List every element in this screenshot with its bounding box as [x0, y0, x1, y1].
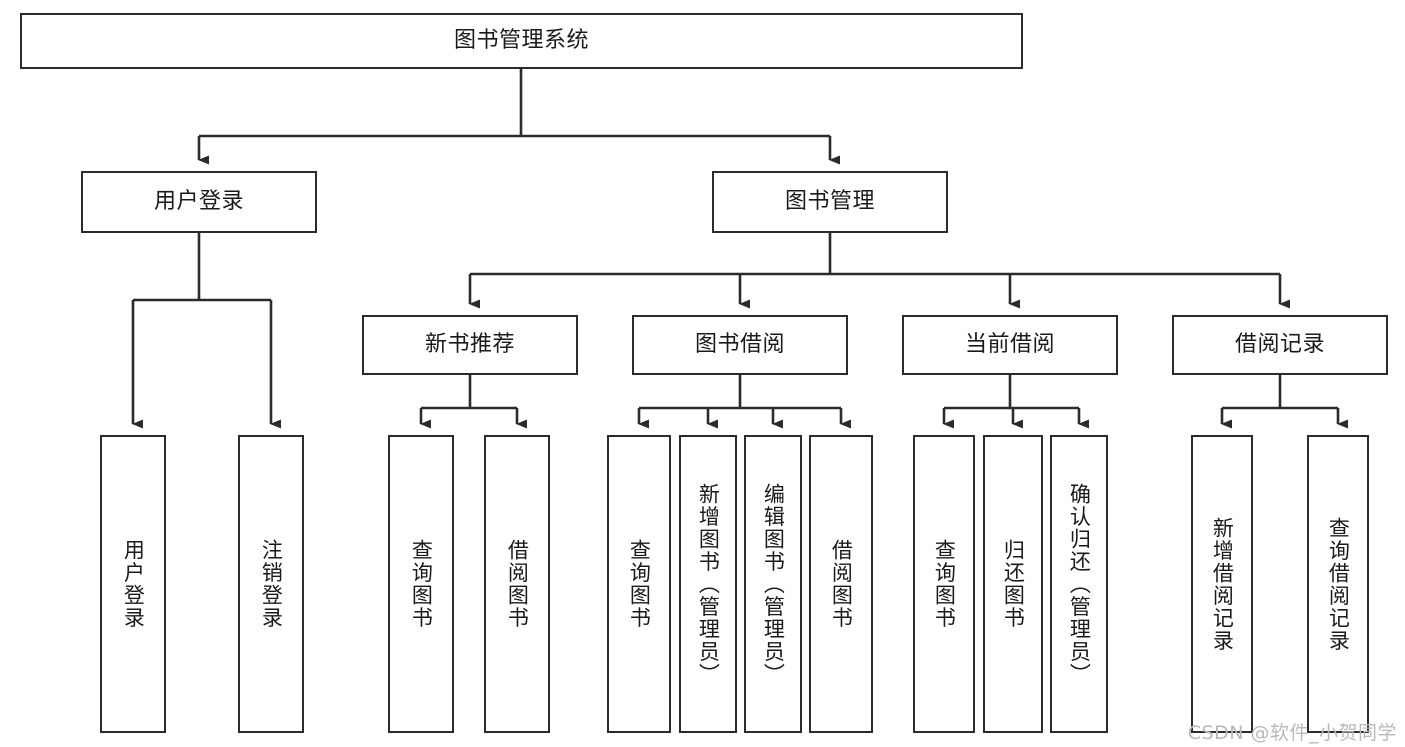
node-root[interactable]: 图书管理系统	[20, 13, 1023, 69]
node-leaf-confirm-return-admin[interactable]: 确认归还（管理员）	[1050, 435, 1108, 733]
node-current-borrow[interactable]: 当前借阅	[902, 315, 1118, 375]
node-leaf-add-book-admin[interactable]: 新增图书（管理员）	[679, 435, 737, 733]
node-label: 新书推荐	[424, 331, 515, 357]
node-borrow-record[interactable]: 借阅记录	[1172, 315, 1388, 375]
node-book-management[interactable]: 图书管理	[712, 171, 948, 233]
node-label: 注销登录	[259, 539, 284, 629]
csdn-watermark: CSDN @软件_小贺同学	[1187, 722, 1397, 744]
node-leaf-borrow-book-recommend[interactable]: 借阅图书	[484, 435, 550, 733]
node-label: 图书管理	[784, 188, 875, 214]
node-label: 借阅图书	[505, 539, 530, 629]
node-label: 当前借阅	[964, 331, 1055, 357]
node-label: 新增图书（管理员）	[696, 482, 721, 686]
node-book-borrow[interactable]: 图书借阅	[632, 315, 848, 375]
node-leaf-add-borrow-record[interactable]: 新增借阅记录	[1191, 435, 1253, 733]
node-label: 新增借阅记录	[1210, 516, 1235, 652]
node-leaf-query-book-current[interactable]: 查询图书	[913, 435, 975, 733]
node-label: 图书借阅	[694, 331, 785, 357]
node-leaf-query-borrow-record[interactable]: 查询借阅记录	[1307, 435, 1369, 733]
node-new-book-recommend[interactable]: 新书推荐	[362, 315, 578, 375]
node-leaf-user-login[interactable]: 用户登录	[100, 435, 166, 733]
node-label: 确认归还（管理员）	[1067, 482, 1092, 686]
node-leaf-return-book[interactable]: 归还图书	[983, 435, 1043, 733]
node-leaf-borrow-book[interactable]: 借阅图书	[809, 435, 873, 733]
node-label: 查询图书	[932, 539, 957, 629]
node-label: 借阅记录	[1234, 331, 1325, 357]
node-label: 归还图书	[1001, 539, 1026, 629]
node-label: 查询图书	[409, 539, 434, 629]
node-leaf-query-book-borrow[interactable]: 查询图书	[607, 435, 671, 733]
node-label: 用户登录	[153, 188, 244, 214]
node-leaf-logout[interactable]: 注销登录	[238, 435, 304, 733]
node-label: 用户登录	[121, 539, 146, 629]
node-label: 查询图书	[627, 539, 652, 629]
node-leaf-edit-book-admin[interactable]: 编辑图书（管理员）	[744, 435, 802, 733]
node-label: 图书管理系统	[453, 27, 589, 53]
node-leaf-query-book-recommend[interactable]: 查询图书	[388, 435, 454, 733]
node-label: 查询借阅记录	[1326, 516, 1351, 652]
node-label: 编辑图书（管理员）	[761, 482, 786, 686]
node-user-login[interactable]: 用户登录	[81, 171, 317, 233]
node-label: 借阅图书	[829, 539, 854, 629]
